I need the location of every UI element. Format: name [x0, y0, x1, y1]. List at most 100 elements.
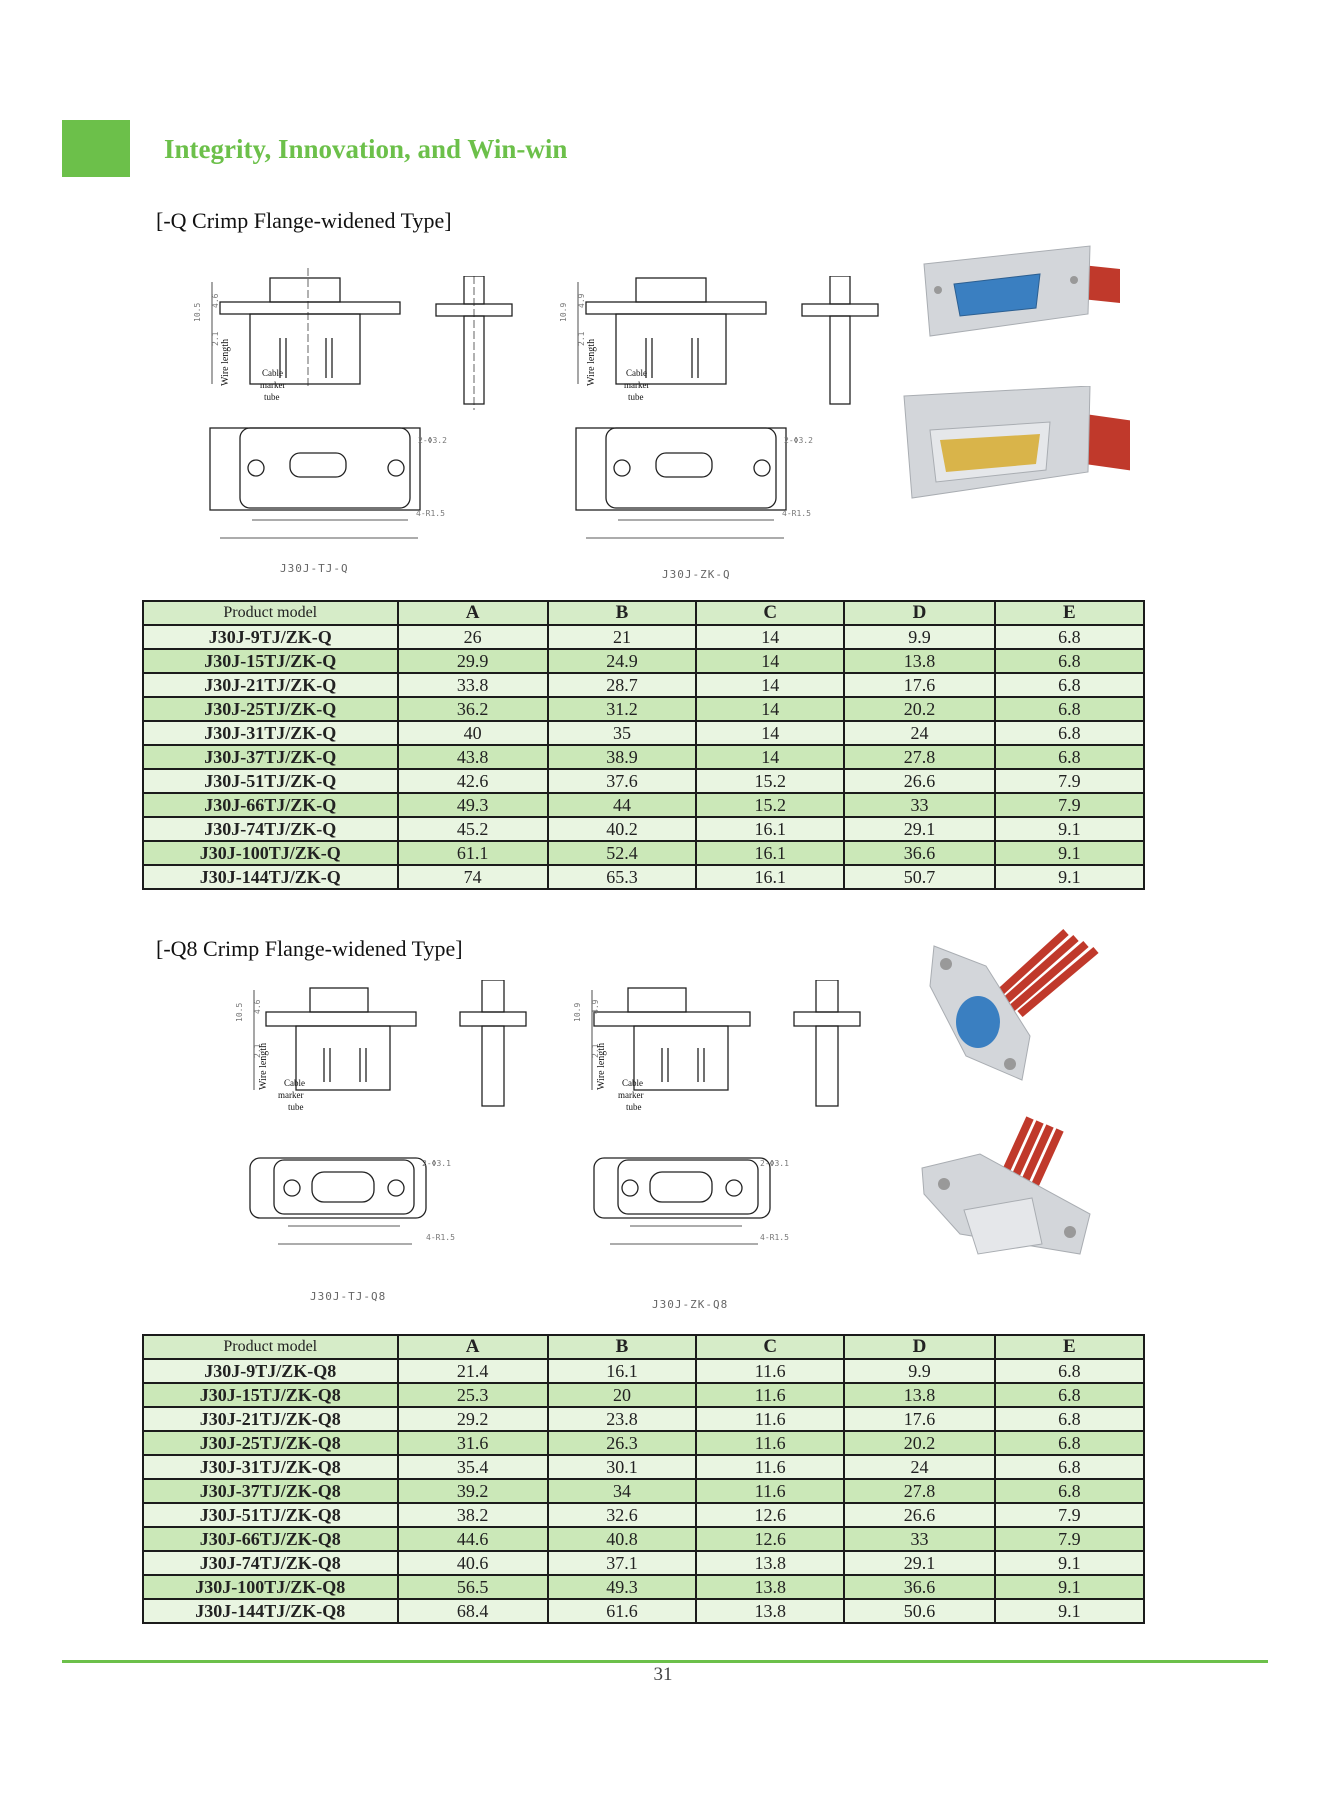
hole-note: 2-Φ3.1: [760, 1159, 789, 1168]
cable-note-2: marker: [260, 380, 285, 390]
radius-note: 4-R1.5: [416, 509, 445, 518]
dim-shell: 4.6: [211, 293, 220, 308]
cable-note-1: Cable: [284, 1078, 305, 1088]
column-header: A: [396, 600, 549, 626]
cable-note-2: marker: [278, 1090, 303, 1100]
dimension-cell: 28.7: [546, 672, 698, 698]
product-model-cell: J30J-51TJ/ZK-Q: [142, 768, 399, 794]
column-header: E: [993, 1334, 1146, 1360]
dimension-cell: 36.6: [843, 840, 996, 866]
dimension-cell: 45.2: [396, 816, 549, 842]
dimension-cell: 6.8: [993, 744, 1146, 770]
dimension-cell: 25.3: [396, 1382, 549, 1408]
dimension-cell: 40.8: [546, 1526, 698, 1552]
dimension-cell: 29.2: [396, 1406, 549, 1432]
column-header: A: [396, 1334, 549, 1360]
dimension-cell: 33: [843, 1526, 996, 1552]
dimension-cell: 9.9: [843, 624, 996, 650]
dimension-cell: 49.3: [396, 792, 549, 818]
dimension-cell: 26.6: [843, 1502, 996, 1528]
dimension-cell: 9.1: [993, 864, 1146, 890]
product-model-cell: J30J-144TJ/ZK-Q: [142, 864, 399, 890]
dimension-cell: 50.6: [843, 1598, 996, 1624]
dimension-cell: 11.6: [695, 1358, 846, 1384]
dimension-cell: 11.6: [695, 1478, 846, 1504]
dimension-cell: 21: [546, 624, 698, 650]
dimension-cell: 23.8: [546, 1406, 698, 1432]
product-model-cell: J30J-21TJ/ZK-Q: [142, 672, 399, 698]
product-model-cell: J30J-31TJ/ZK-Q: [142, 720, 399, 746]
dimension-cell: 11.6: [695, 1382, 846, 1408]
dimension-cell: 6.8: [993, 672, 1146, 698]
cable-note-1: Cable: [622, 1078, 643, 1088]
dimension-cell: 6.8: [993, 624, 1146, 650]
drawing-caption-zk-q: J30J-ZK-Q: [662, 568, 731, 581]
dimension-cell: 74: [396, 864, 549, 890]
radius-note: 4-R1.5: [760, 1233, 789, 1242]
dimension-cell: 14: [695, 672, 846, 698]
cable-note-2: marker: [618, 1090, 643, 1100]
dimension-cell: 24: [843, 1454, 996, 1480]
product-photo-plug-q: [900, 385, 1130, 511]
dimension-cell: 49.3: [546, 1574, 698, 1600]
dimension-cell: 43.8: [396, 744, 549, 770]
dimension-cell: 24: [843, 720, 996, 746]
dimension-cell: 6.8: [993, 696, 1146, 722]
dimension-cell: 29.1: [843, 816, 996, 842]
hole-note: 2-Φ3.2: [418, 436, 447, 445]
table-header-row: Product model A B C D E: [142, 600, 1146, 626]
header-accent-block: [62, 120, 130, 177]
drawing-caption-zk-q8: J30J-ZK-Q8: [652, 1298, 729, 1311]
product-photo-socket-q: [920, 244, 1120, 349]
wire-length-label: Wire length: [586, 339, 597, 386]
cable-note-1: Cable: [262, 368, 283, 378]
dimension-cell: 35.4: [396, 1454, 549, 1480]
dimension-cell: 34: [546, 1478, 698, 1504]
drawing-j30j-tj-q8: 10.5 2.1 4.6 Wire length Cable marker tu…: [236, 978, 536, 1268]
dimension-cell: 15.2: [695, 768, 846, 794]
product-model-cell: J30J-51TJ/ZK-Q8: [142, 1502, 399, 1528]
wire-length-label: Wire length: [596, 1043, 607, 1090]
drawing-side-zk-q8: [792, 980, 862, 1110]
dimension-cell: 9.1: [993, 1598, 1146, 1624]
page-title: Integrity, Innovation, and Win-win: [164, 134, 568, 164]
product-model-cell: J30J-74TJ/ZK-Q8: [142, 1550, 399, 1576]
dim-shell: 4.6: [253, 999, 262, 1014]
dimension-cell: 14: [695, 696, 846, 722]
dimension-cell: 56.5: [396, 1574, 549, 1600]
dimension-cell: 13.8: [843, 1382, 996, 1408]
drawing-j30j-zk-q: 10.9 2.1 4.9 Wire length Cable marker tu…: [556, 268, 896, 568]
dimension-cell: 20.2: [843, 1430, 996, 1456]
dimension-cell: 13.8: [695, 1550, 846, 1576]
dimension-cell: 11.6: [695, 1454, 846, 1480]
dimension-cell: 15.2: [695, 792, 846, 818]
dimension-cell: 11.6: [695, 1406, 846, 1432]
cable-note-1: Cable: [626, 368, 647, 378]
dimension-cell: 37.6: [546, 768, 698, 794]
dimension-cell: 14: [695, 648, 846, 674]
dimension-cell: 32.6: [546, 1502, 698, 1528]
dim-height: 10.9: [559, 303, 568, 322]
dimension-cell: 36.6: [843, 1574, 996, 1600]
dimension-cell: 9.1: [993, 816, 1146, 842]
column-header: Product model: [142, 600, 399, 626]
column-header: Product model: [142, 1334, 399, 1360]
product-model-cell: J30J-25TJ/ZK-Q8: [142, 1430, 399, 1456]
dimension-cell: 38.9: [546, 744, 698, 770]
column-header: B: [546, 1334, 698, 1360]
dimension-cell: 35: [546, 720, 698, 746]
dimension-cell: 9.9: [843, 1358, 996, 1384]
dimension-cell: 9.1: [993, 1550, 1146, 1576]
